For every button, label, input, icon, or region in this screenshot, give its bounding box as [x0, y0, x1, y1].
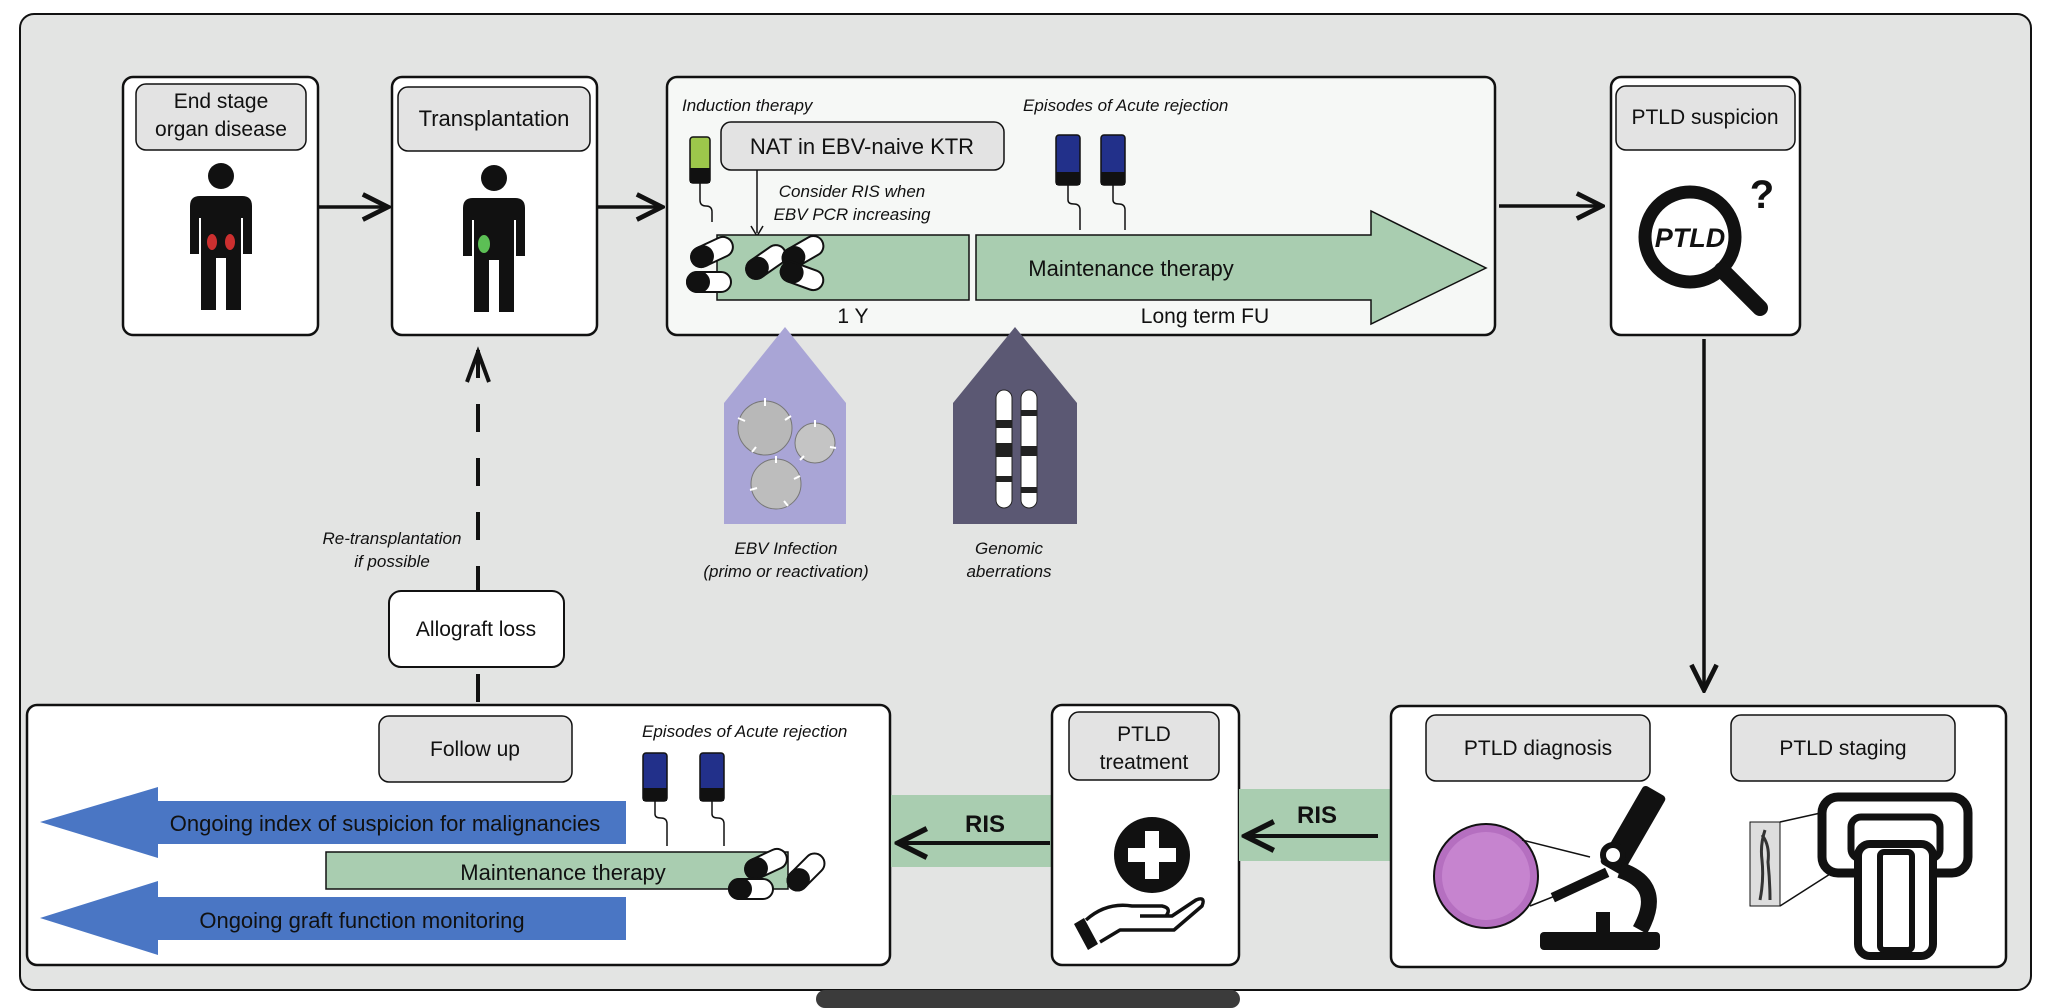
- genomic-label-2: aberrations: [966, 562, 1052, 581]
- consider-ris-line-1: Consider RIS when: [779, 182, 925, 201]
- ptld-staging-label: PTLD staging: [1779, 737, 1906, 760]
- malignancy-arrow: [40, 787, 626, 858]
- induction-iv-bag-icon: [689, 136, 713, 222]
- end-stage-label-2: organ disease: [155, 118, 287, 141]
- transplantation-label: Transplantation: [419, 106, 570, 131]
- malignancy-label: Ongoing index of suspicion for malignanc…: [170, 811, 600, 836]
- induction-therapy-label: Induction therapy: [682, 96, 814, 115]
- ptld-suspicion-label: PTLD suspicion: [1631, 106, 1778, 129]
- follow-up-maintenance-bar: [325, 851, 789, 890]
- virus-icon: [737, 398, 837, 510]
- bottom-tab: [816, 990, 1240, 1008]
- follow-up-maintenance-label: Maintenance therapy: [460, 860, 665, 885]
- maintenance-top-label: Maintenance therapy: [1028, 256, 1233, 281]
- acute-rejection-iv-bags-icon: [1055, 134, 1126, 230]
- medical-care-icon: [1074, 817, 1205, 950]
- ebv-label-2: (primo or reactivation): [703, 562, 868, 581]
- ebv-infection-panel: EBV Infection (primo or reactivation): [703, 327, 869, 581]
- pills-icon: [686, 235, 825, 293]
- retransplant-label-2: if possible: [354, 552, 430, 571]
- allograft-loss-box: [388, 590, 565, 668]
- genomic-label-1: Genomic: [975, 539, 1044, 558]
- consider-ris-line-2: EBV PCR increasing: [774, 205, 931, 224]
- acute-rejection-top-label: Episodes of Acute rejection: [1023, 96, 1228, 115]
- ptld-suspicion-box: PTLD suspicion PTLD ?: [1609, 75, 1802, 337]
- ptld-treatment-label-1: PTLD: [1117, 723, 1171, 746]
- graft-label: Ongoing graft function monitoring: [199, 908, 524, 933]
- follow-up-iv-bags-icon: [642, 752, 725, 846]
- ebv-label-1: EBV Infection: [734, 539, 837, 558]
- maintenance-arrow: [975, 209, 1488, 326]
- allograft-loss-label: Allograft loss: [416, 618, 536, 641]
- ptld-icon-text: PTLD: [1655, 223, 1726, 253]
- ptld-treatment-label-2: treatment: [1100, 751, 1189, 774]
- ris-left-label: RIS: [965, 811, 1005, 838]
- one-year-label: 1 Y: [837, 305, 868, 328]
- transplantation-box: Transplantation: [390, 75, 599, 337]
- question-mark: ?: [1750, 173, 1774, 217]
- chromosome-icon: [995, 389, 1038, 509]
- retransplant-arrowhead: [465, 346, 491, 383]
- retransplant-label-1: Re-transplantation: [323, 529, 462, 548]
- ris-right-label: RIS: [1297, 802, 1337, 829]
- end-stage-box: End stage organ disease: [121, 75, 320, 337]
- long-term-label: Long term FU: [1141, 305, 1269, 328]
- person-kidney-icon: [190, 163, 252, 310]
- person-transplant-icon: [463, 165, 525, 312]
- magnifier-icon: PTLD ?: [1638, 173, 1774, 316]
- ptld-treatment-box: PTLD treatment: [1050, 703, 1241, 967]
- follow-up-box: Follow up Episodes of Acute rejection On…: [25, 703, 892, 967]
- genomic-aberrations-panel: Genomic aberrations: [953, 327, 1077, 581]
- graft-arrow: [40, 881, 626, 955]
- microscope-icon: [1433, 785, 1666, 950]
- end-stage-label-1: End stage: [174, 90, 269, 113]
- nat-label: NAT in EBV-naive KTR: [750, 134, 974, 159]
- ptld-diagnosis-label: PTLD diagnosis: [1464, 737, 1612, 760]
- therapy-timeline-box: Induction therapy Episodes of Acute reje…: [665, 75, 1497, 337]
- acute-rejection-bottom-label: Episodes of Acute rejection: [642, 722, 847, 741]
- pet-scanner-icon: [1749, 792, 1973, 960]
- follow-up-label: Follow up: [430, 738, 520, 761]
- ptld-diagnosis-staging-box: PTLD diagnosis PTLD staging: [1389, 704, 2008, 969]
